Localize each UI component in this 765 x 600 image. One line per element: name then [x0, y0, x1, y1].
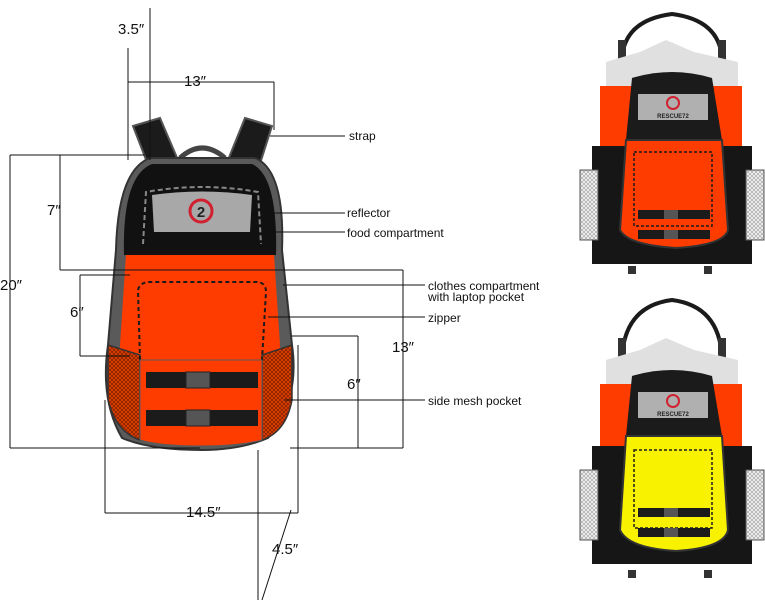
- orange-variant-logo-icon: RESCUE72: [657, 96, 689, 120]
- dimension-labels: 3.5″ 13″ 7″ 20″ 6″ 13″ 6″ 14.5″ 4.5″: [0, 21, 415, 558]
- orange-variant-backpack: RESCUE72: [579, 11, 765, 274]
- reflector: [152, 191, 252, 232]
- callout-zipper: zipper: [428, 311, 461, 325]
- dim-body-height: 13″: [392, 339, 415, 356]
- dim-top-strap: 3.5″: [118, 21, 145, 38]
- dim-depth: 4.5″: [272, 541, 299, 558]
- callout-food-compartment: food compartment: [347, 226, 444, 240]
- reflector-zipper: [142, 186, 262, 245]
- dim-pocket-height: 6″: [70, 304, 84, 321]
- dim-total-height: 20″: [0, 277, 23, 294]
- buckle-1: [185, 371, 211, 389]
- front-zipper: [136, 281, 268, 361]
- callout-labels: strap reflector food compartment clothes…: [347, 129, 540, 408]
- svg-text:2: 2: [197, 204, 205, 221]
- dim-top-width: 13″: [184, 73, 207, 90]
- top-handle: [178, 145, 227, 160]
- dim-base-width: 14.5″: [186, 504, 221, 521]
- buckle-2: [185, 409, 211, 427]
- dimension-lines: [9, 8, 425, 600]
- main-backpack: 2: [104, 116, 295, 452]
- callout-side-mesh: side mesh pocket: [428, 394, 522, 408]
- yellow-variant-logo-icon: RESCUE72: [657, 394, 689, 418]
- logo-icon: 2: [188, 198, 214, 224]
- svg-text:RESCUE72: RESCUE72: [657, 114, 689, 120]
- callout-clothes-line2: with laptop pocket: [427, 290, 525, 304]
- dim-upper-height: 7″: [47, 202, 61, 219]
- callout-strap: strap: [349, 129, 376, 143]
- right-mesh-pocket: [261, 343, 293, 442]
- callout-clothes-line1: clothes compartment: [428, 279, 540, 293]
- dim-side-pocket-height: 6″: [347, 376, 361, 393]
- left-mesh-pocket: [107, 343, 141, 442]
- svg-text:RESCUE72: RESCUE72: [657, 412, 689, 418]
- yellow-variant-backpack: RESCUE72: [579, 297, 765, 578]
- callout-reflector: reflector: [347, 206, 390, 220]
